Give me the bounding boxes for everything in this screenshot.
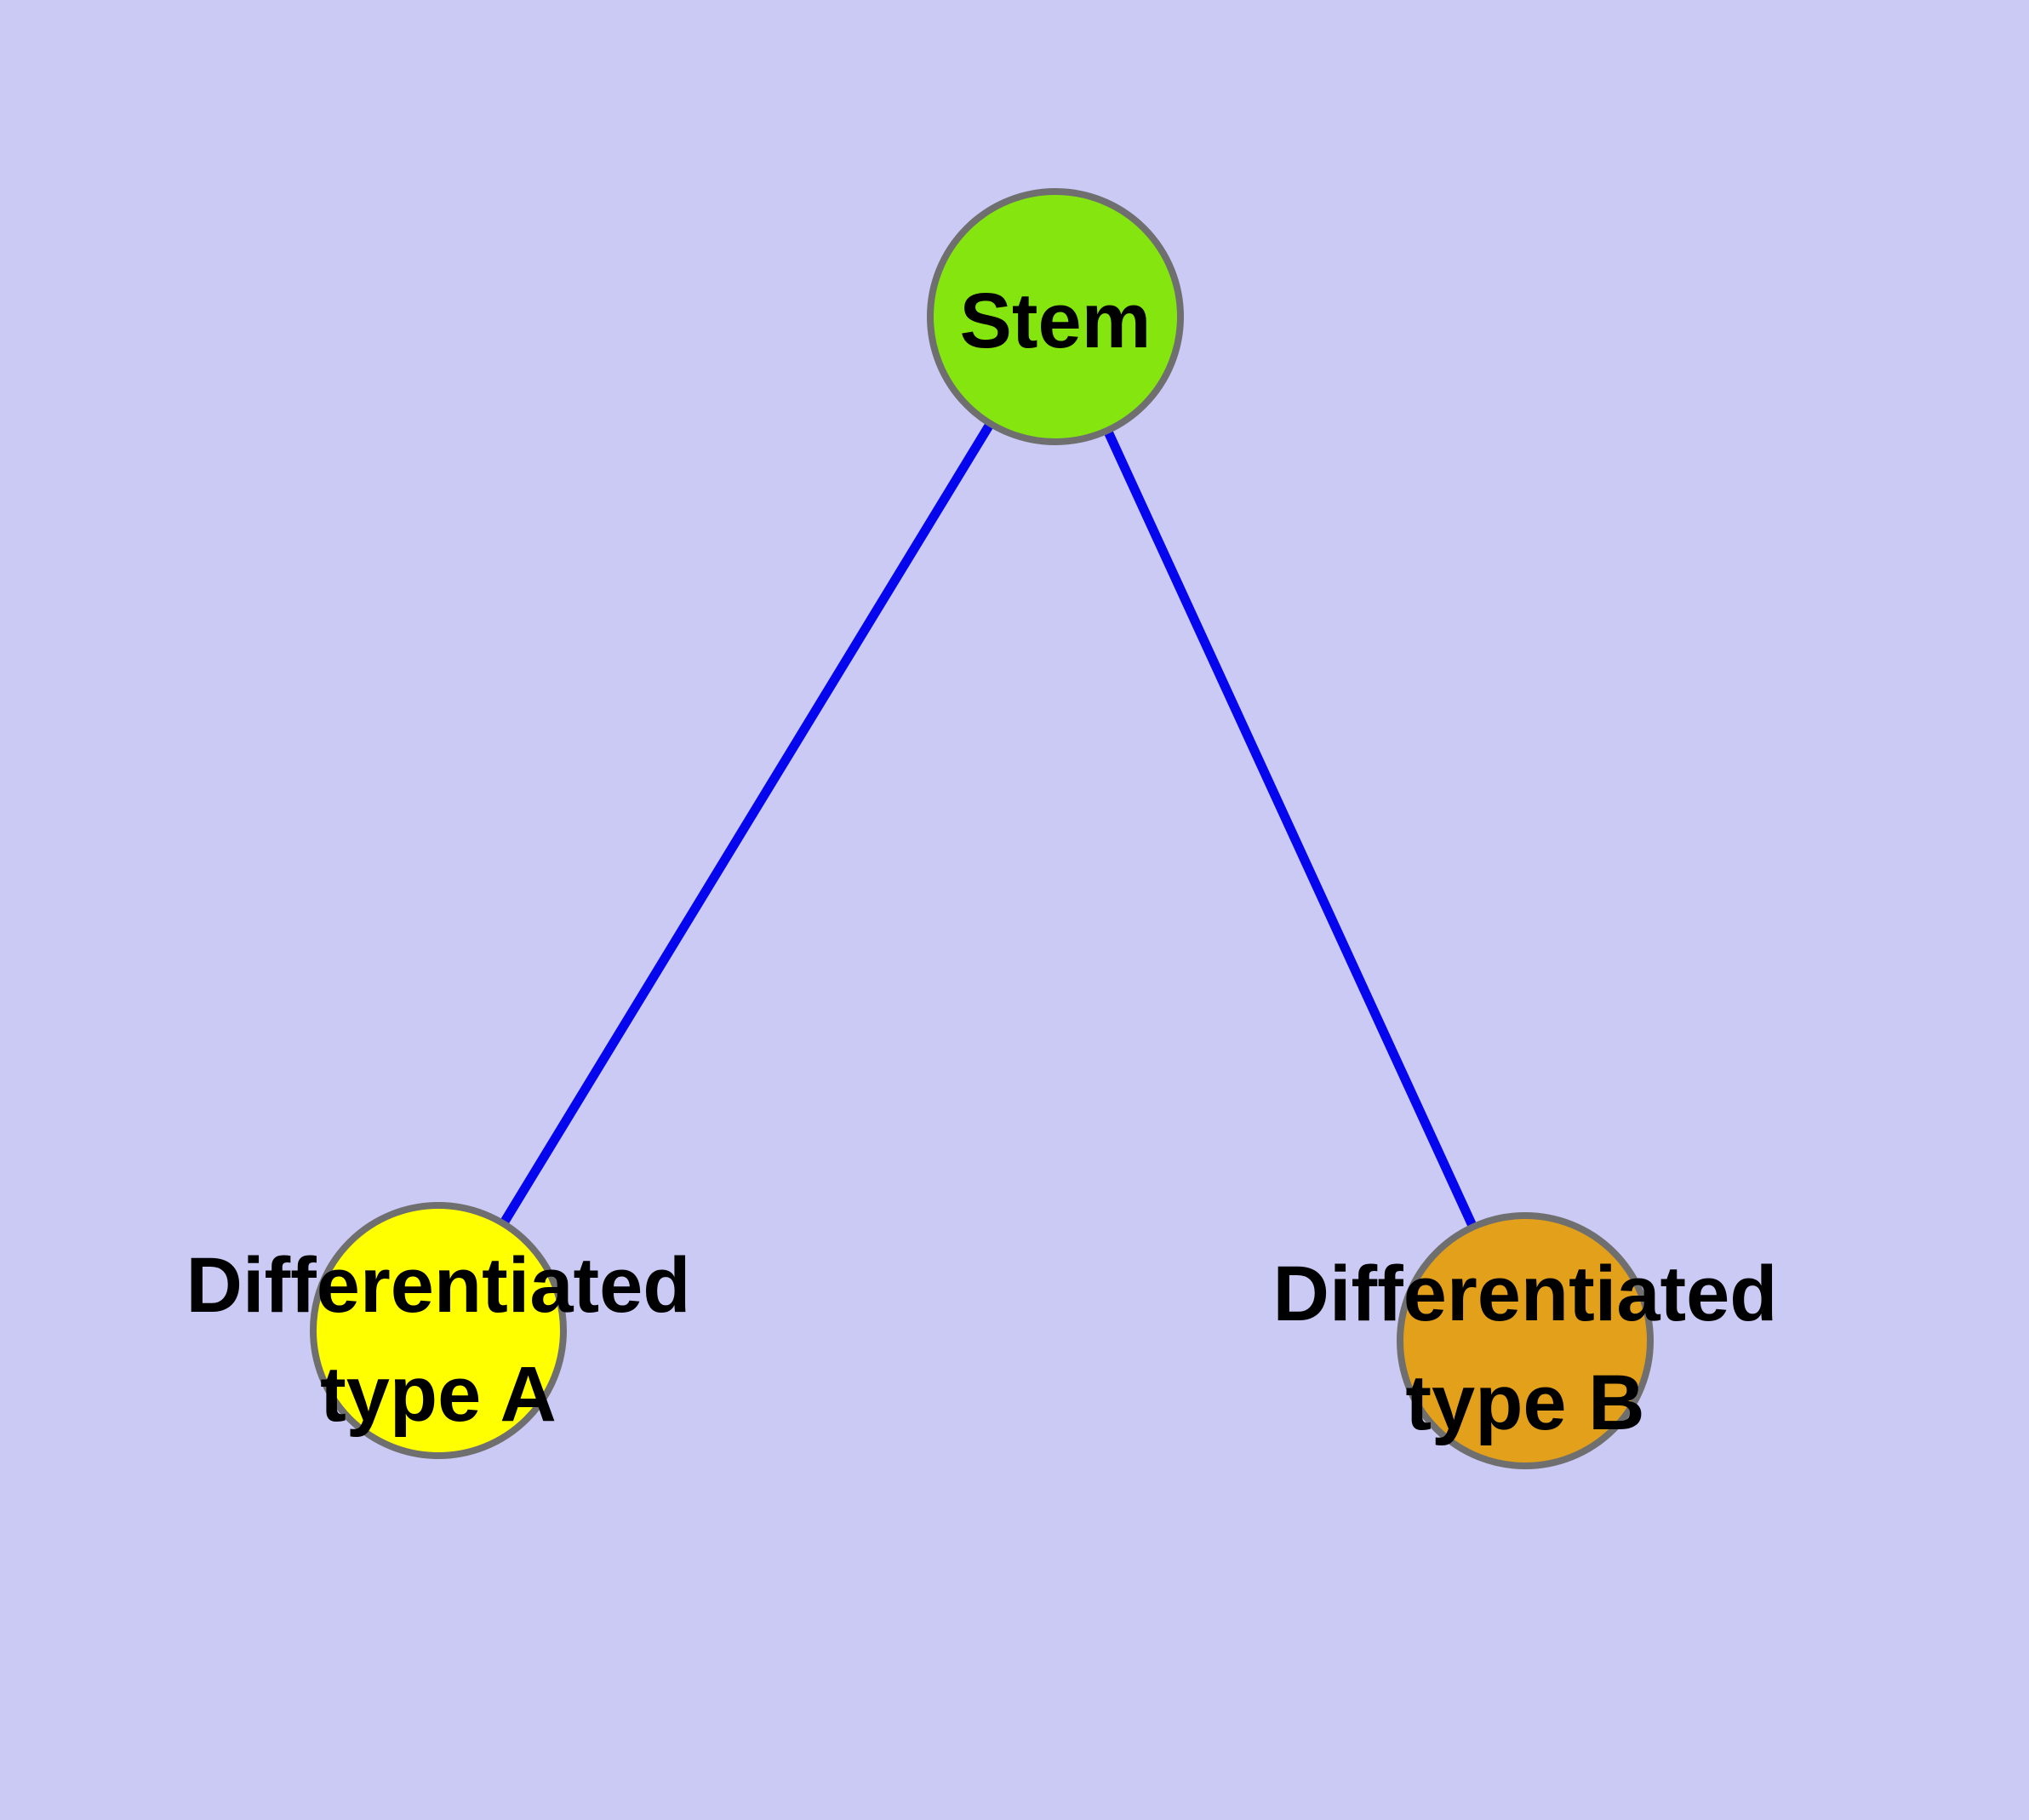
- edge-stem-to-type-b: [1051, 314, 1529, 1343]
- node-stem-circle: [927, 188, 1184, 445]
- node-type-a-label: Differentiated type A: [186, 1231, 691, 1449]
- node-type-a-label-line2: type A: [320, 1351, 557, 1438]
- node-type-b-label-line1: Differentiated: [1272, 1251, 1778, 1337]
- node-stem-label: Stem: [960, 266, 1152, 375]
- node-type-b-label-line2: type B: [1405, 1359, 1645, 1446]
- node-type-b-circle: [1397, 1212, 1654, 1469]
- node-stem-label-text: Stem: [959, 278, 1152, 364]
- node-type-a-label-line1: Differentiated: [186, 1242, 691, 1329]
- node-type-b-label: Differentiated type B: [1273, 1239, 1778, 1457]
- node-type-a-circle: [310, 1202, 567, 1459]
- edge-stem-to-type-a: [434, 314, 1060, 1333]
